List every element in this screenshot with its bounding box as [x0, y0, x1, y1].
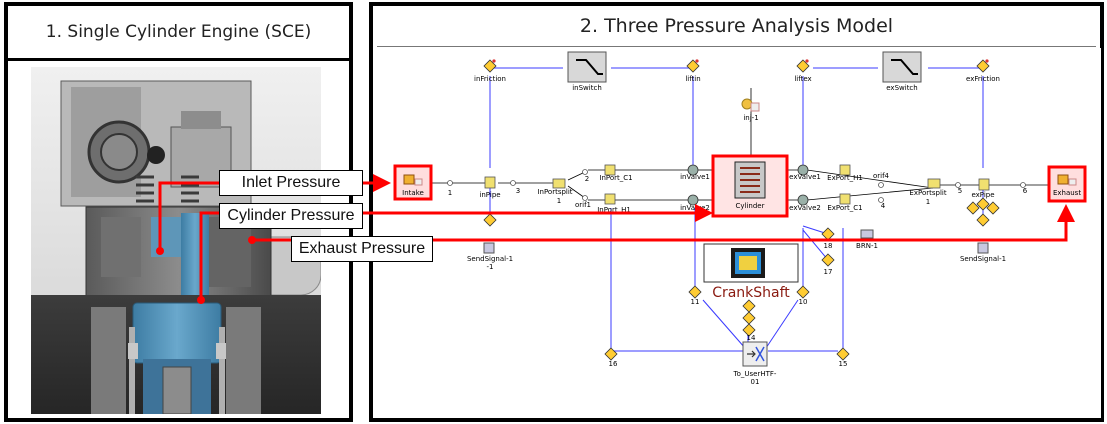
cylinder-pressure-callout: Cylinder Pressure: [219, 203, 363, 229]
exhaust-pressure-callout: Exhaust Pressure: [291, 236, 433, 262]
inlet-pressure-callout: Inlet Pressure: [219, 170, 363, 196]
